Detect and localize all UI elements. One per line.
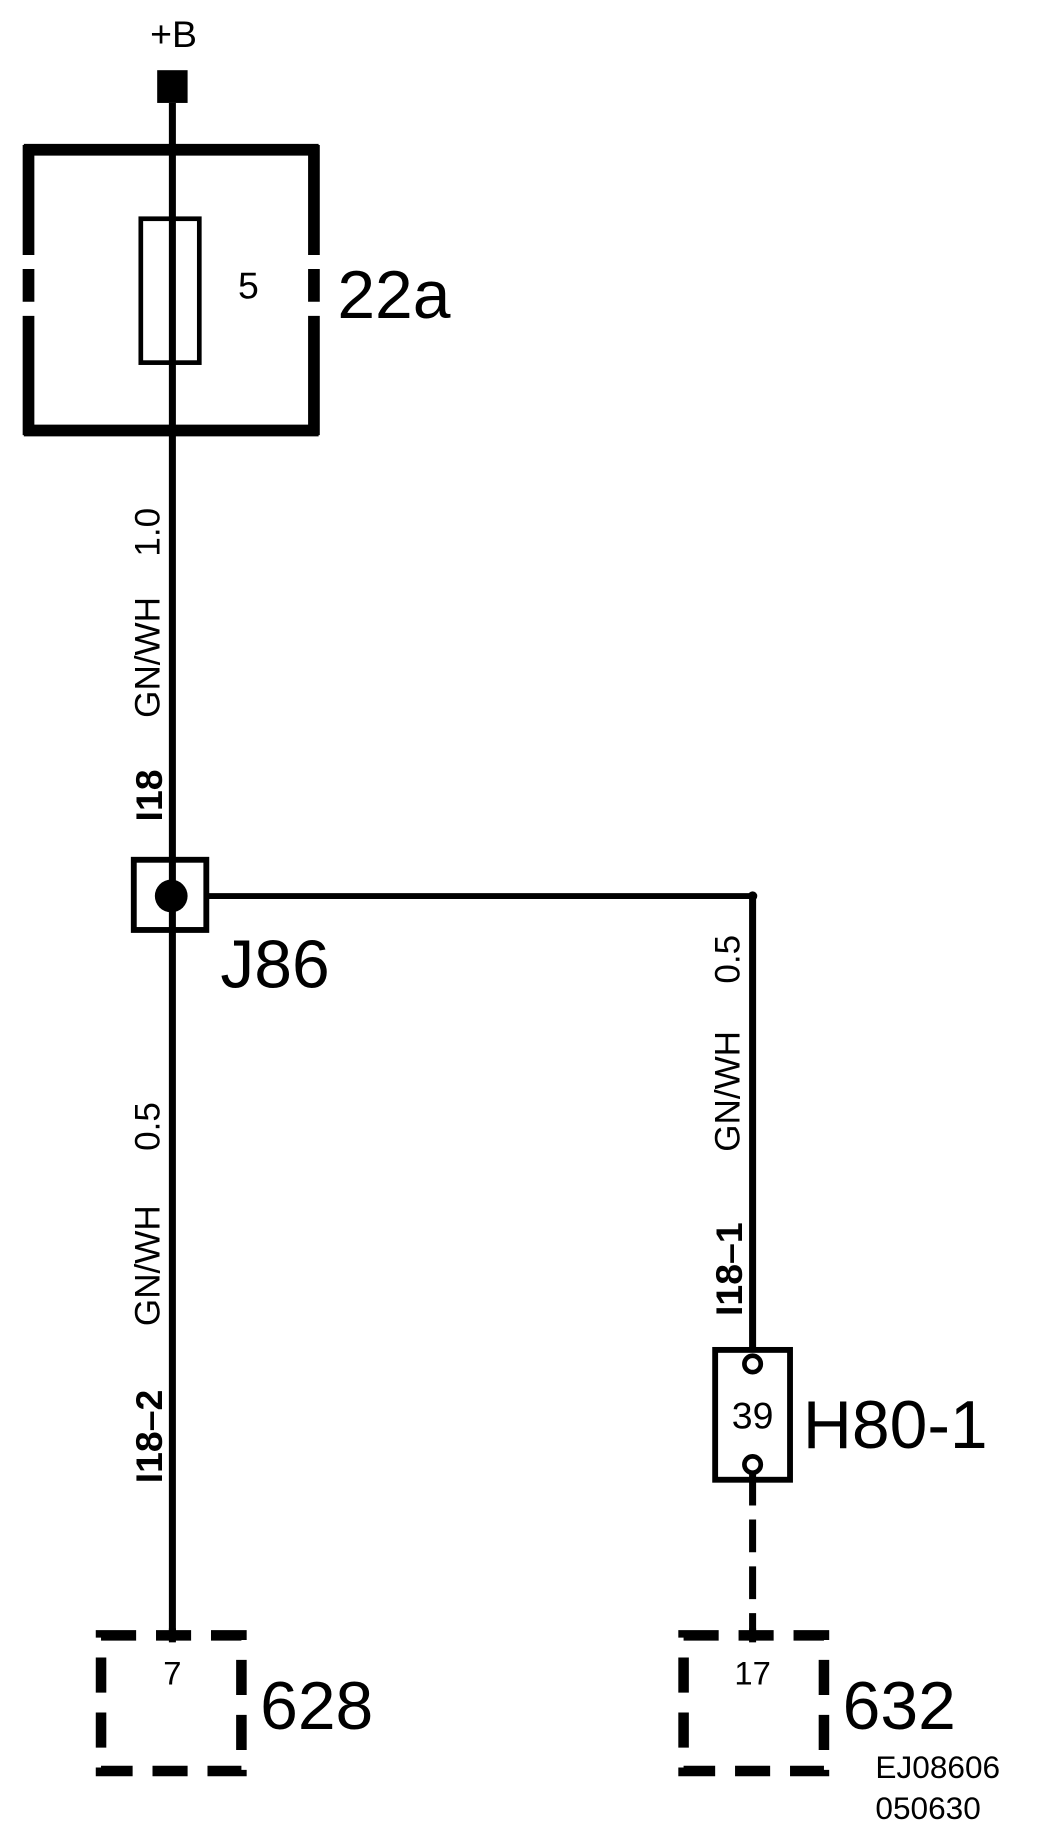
inline-connector-pin: 39 bbox=[732, 1394, 774, 1436]
upper-wire-color: GN/WH bbox=[129, 597, 168, 718]
diagram-code: EJ08606 bbox=[875, 1749, 1000, 1785]
right-connector-id: 632 bbox=[843, 1669, 956, 1744]
upper-wire-circuit: I18 bbox=[128, 769, 170, 821]
left-wire-size: 0.5 bbox=[129, 1102, 168, 1151]
upper-wire-size: 1.0 bbox=[129, 508, 168, 557]
supply-label: +B bbox=[150, 13, 197, 55]
left-connector-id: 628 bbox=[260, 1669, 373, 1744]
inline-connector-pin-bottom bbox=[742, 1454, 764, 1476]
junction-dot bbox=[154, 879, 188, 913]
diagram-date: 050630 bbox=[875, 1790, 980, 1826]
fuse-id: 22a bbox=[337, 258, 450, 333]
inline-connector-pin-top bbox=[742, 1353, 764, 1375]
left-wire-color: GN/WH bbox=[129, 1205, 168, 1326]
right-connector-pin: 17 bbox=[734, 1654, 770, 1691]
supply-terminal bbox=[157, 70, 188, 103]
inline-connector-id: H80-1 bbox=[803, 1388, 988, 1463]
right-wire-color: GN/WH bbox=[709, 1031, 748, 1152]
left-connector-pin: 7 bbox=[163, 1654, 181, 1691]
left-wire-circuit: I18–2 bbox=[128, 1390, 170, 1484]
right-wire-size: 0.5 bbox=[709, 935, 748, 984]
right-wire-circuit: I18–1 bbox=[708, 1222, 750, 1316]
fuse-box bbox=[22, 143, 320, 437]
junction-id: J86 bbox=[220, 927, 329, 1002]
fuse-rating: 5 bbox=[238, 264, 259, 306]
